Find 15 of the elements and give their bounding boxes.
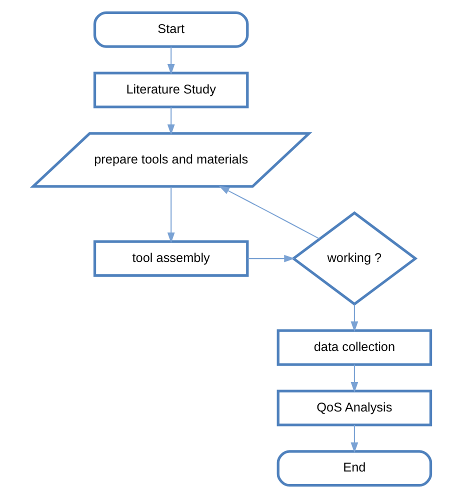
arrow <box>350 304 358 332</box>
arrow <box>167 107 175 136</box>
arrow <box>248 254 295 262</box>
arrow <box>167 186 175 244</box>
arrow <box>350 364 358 393</box>
node-box: tool assembly <box>93 240 249 277</box>
arrow <box>350 424 358 454</box>
node-box: QoS Analysis <box>276 390 432 426</box>
node-box: Literature Study <box>93 72 249 108</box>
node-box: data collection <box>276 329 432 366</box>
arrow <box>167 46 175 75</box>
node-box: Start <box>93 11 249 48</box>
node-diamond: working ? <box>291 211 418 306</box>
arrow <box>218 186 320 240</box>
node-box: End <box>276 450 432 487</box>
